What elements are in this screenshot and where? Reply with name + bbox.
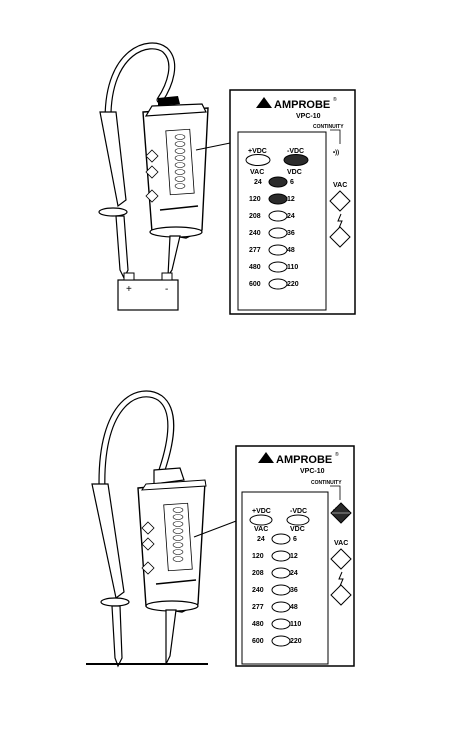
battery: + -: [118, 273, 178, 310]
led: [269, 228, 287, 238]
figure-battery-test: + - AMPROBE ® VPC-10 CONTINUITY +VDC -VD…: [99, 46, 355, 314]
vac-header: VAC: [250, 169, 264, 176]
led: [272, 568, 290, 578]
vac-value: 24: [254, 179, 262, 186]
tester-body: [143, 96, 208, 276]
vac-value: 277: [252, 604, 264, 611]
figure-continuity-test: AMPROBE ® VPC-10 CONTINUITY +VDC -VDC VA…: [86, 394, 354, 666]
led-vdc-12-lit: [269, 194, 287, 204]
neg-vdc-label: -VDC: [287, 148, 304, 155]
vdc-value: 220: [287, 281, 299, 288]
continuity-label: CONTINUITY: [313, 124, 344, 130]
led: [269, 245, 287, 255]
brand-label: AMPROBE: [274, 99, 330, 111]
vac-value: 480: [249, 264, 261, 271]
tester-body: [138, 468, 206, 664]
vac-value: 120: [249, 196, 261, 203]
led: [272, 534, 290, 544]
trademark-mark: ®: [333, 96, 337, 103]
left-probe: [92, 484, 129, 666]
vac-value: 600: [249, 281, 261, 288]
vac-value: 24: [257, 536, 265, 543]
vdc-value: 36: [287, 230, 295, 237]
vdc-value: 110: [287, 264, 298, 271]
vac-value: 600: [252, 638, 264, 645]
vac-header: VAC: [254, 526, 268, 533]
neg-vdc-label: -VDC: [290, 508, 307, 515]
pos-vdc-label: +VDC: [248, 148, 267, 155]
vac-value: 208: [249, 213, 261, 220]
model-label: VPC-10: [300, 468, 325, 475]
continuity-label: CONTINUITY: [311, 480, 342, 486]
vac-value: 240: [252, 587, 264, 594]
vdc-header: VDC: [290, 526, 305, 533]
vdc-value: 110: [290, 621, 301, 628]
vdc-value: 12: [290, 553, 298, 560]
led: [272, 602, 290, 612]
left-probe: [99, 112, 128, 278]
led: [272, 636, 290, 646]
vdc-value: 36: [290, 587, 298, 594]
vac-value: 480: [252, 621, 264, 628]
vdc-value: 220: [290, 638, 302, 645]
vac-side-label: VAC: [333, 182, 347, 189]
vdc-value: 24: [290, 570, 298, 577]
pos-vdc-label: +VDC: [252, 508, 271, 515]
neg-vdc-led-lit: [284, 155, 308, 166]
vdc-value: 6: [290, 179, 294, 186]
indicator-panel: AMPROBE ® VPC-10 CONTINUITY +VDC -VDC VA…: [236, 446, 354, 666]
vdc-value: 48: [287, 247, 295, 254]
pos-vdc-led: [250, 515, 272, 525]
battery-plus-label: +: [126, 284, 132, 295]
led-vdc-6-lit: [269, 177, 287, 187]
led: [269, 279, 287, 289]
vac-side-label: VAC: [334, 540, 348, 547]
vac-value: 208: [252, 570, 264, 577]
continuity-symbol: •)): [333, 150, 339, 156]
vdc-value: 6: [293, 536, 297, 543]
vdc-value: 48: [290, 604, 298, 611]
vdc-value: 12: [287, 196, 295, 203]
neg-vdc-led: [287, 515, 309, 525]
trademark-mark: ®: [335, 451, 339, 458]
indicator-panel: AMPROBE ® VPC-10 CONTINUITY +VDC -VDC VA…: [230, 90, 355, 314]
battery-minus-label: -: [165, 284, 168, 295]
led: [272, 551, 290, 561]
pos-vdc-led: [246, 155, 270, 166]
brand-label: AMPROBE: [276, 454, 332, 466]
model-label: VPC-10: [296, 113, 321, 120]
led: [269, 262, 287, 272]
vdc-header: VDC: [287, 169, 302, 176]
led: [269, 211, 287, 221]
vac-value: 240: [249, 230, 261, 237]
led: [272, 619, 290, 629]
led: [272, 585, 290, 595]
vac-value: 120: [252, 553, 264, 560]
vac-value: 277: [249, 247, 261, 254]
vdc-value: 24: [287, 213, 295, 220]
